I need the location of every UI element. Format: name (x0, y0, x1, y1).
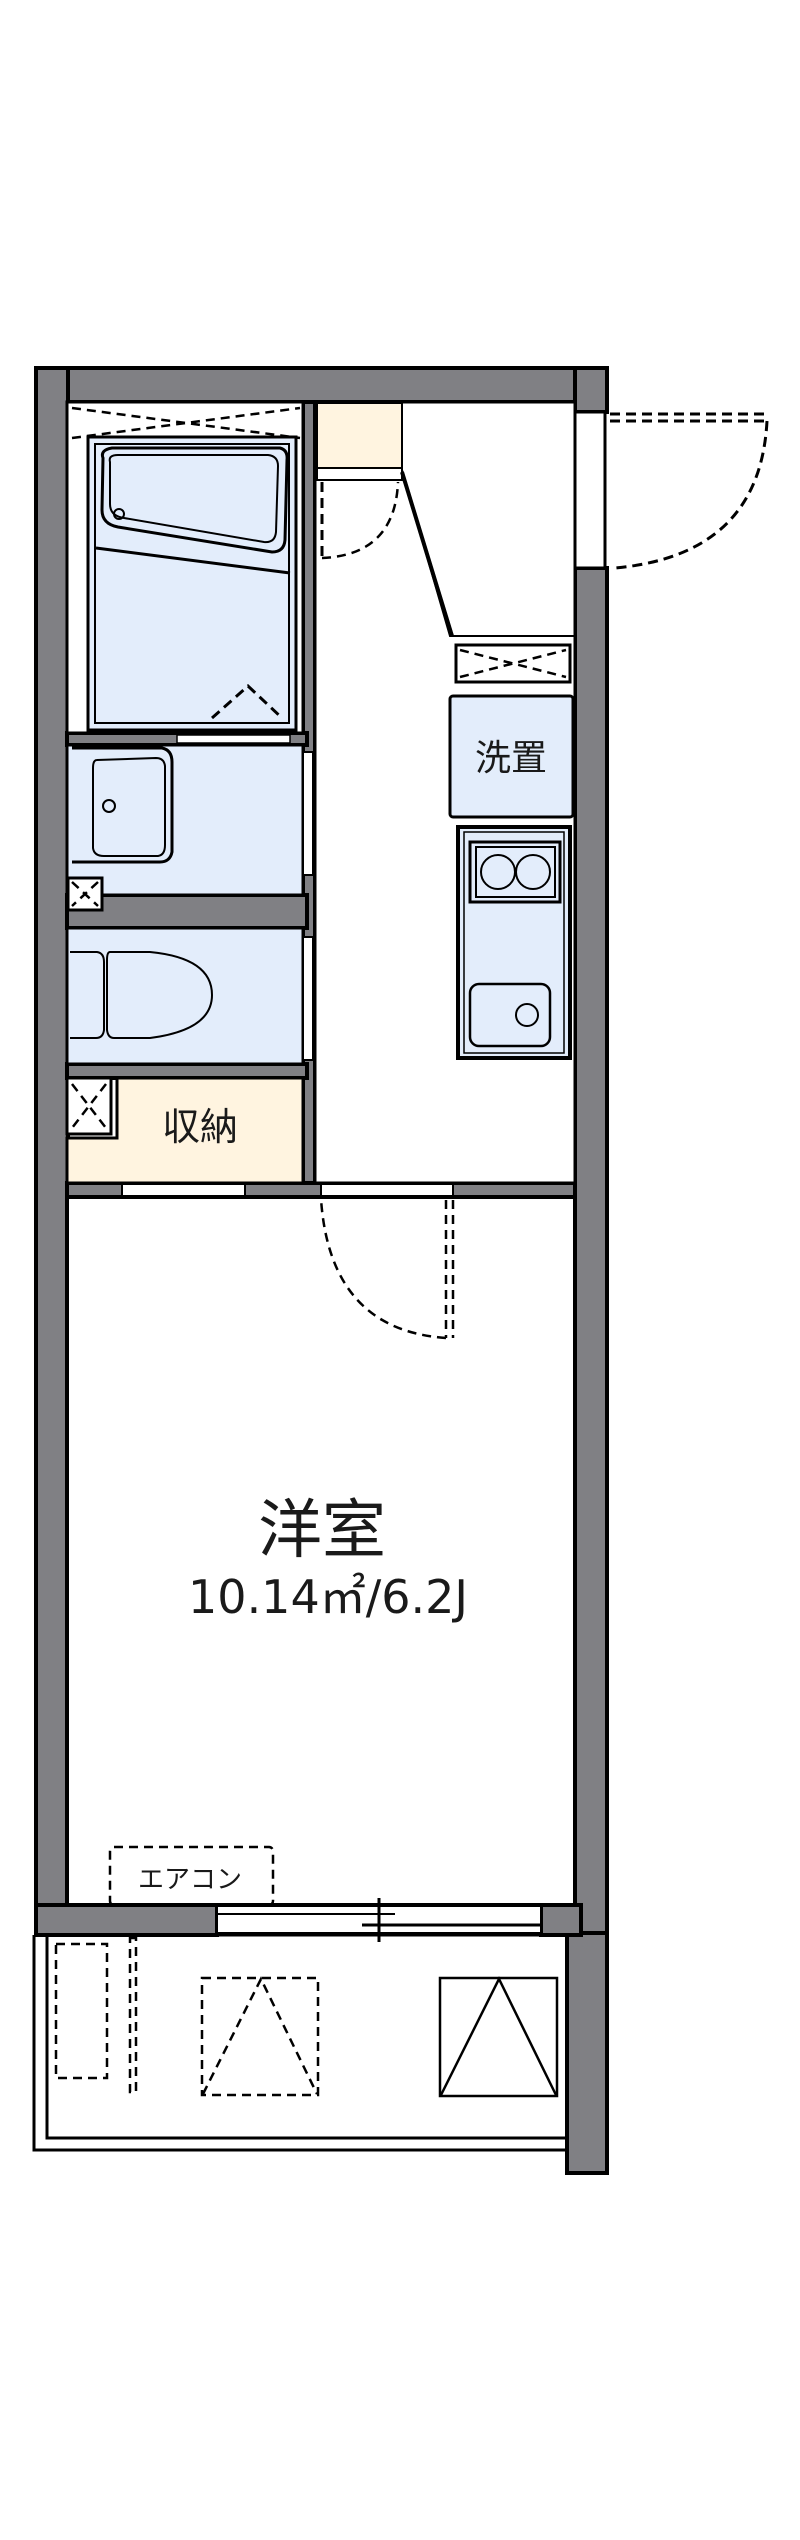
bath-door[interactable] (176, 734, 291, 744)
partition-icon (128, 1936, 138, 2094)
storage-label: 収納 (162, 1105, 238, 1149)
kitchen-counter (456, 825, 572, 1060)
right-wall-lower (573, 566, 609, 1940)
kitchen-sink-icon (468, 982, 552, 1048)
evacuation-hatch-upper-icon (200, 1976, 320, 2097)
top-wall (34, 366, 609, 404)
washroom (65, 743, 305, 912)
bathroom (65, 400, 305, 735)
room-door[interactable] (319, 1183, 455, 1340)
room-area: 10.14㎡/6.2J (188, 1570, 468, 1624)
pipe-shaft-box (454, 643, 572, 684)
pipe-shaft-icon (459, 648, 567, 679)
western-room: 洋室 10.14㎡/6.2J エアコン (65, 1195, 577, 1907)
toilet-tank-icon (70, 951, 105, 1039)
bottom-wall-left (34, 1903, 219, 1937)
balcony-side-wall (565, 1931, 609, 2175)
balcony (32, 1933, 567, 2152)
aircon-label: エアコン (138, 1865, 242, 1895)
left-wall (34, 366, 70, 1935)
entrance-door[interactable] (573, 410, 769, 570)
right-wall-upper (573, 366, 609, 414)
toilet-storage-wall (65, 1062, 309, 1080)
washer-label: 洗置 (475, 738, 547, 779)
sink-drain-icon (515, 1003, 539, 1027)
bath-door-swing (211, 683, 284, 720)
shoe-cabinet (316, 402, 403, 469)
evacuation-hatch-icon (438, 1976, 559, 2098)
ceiling-hatch-icon (71, 406, 301, 440)
bathtub-icon (100, 446, 289, 554)
vanity-sink-icon (72, 746, 174, 864)
toilet-room (65, 926, 305, 1066)
balcony-window[interactable] (216, 1898, 542, 1942)
storage-closet: 収納 (65, 1076, 305, 1185)
aircon-box (108, 1845, 275, 1907)
bottom-wall-right (539, 1903, 583, 1937)
burner-icon (515, 854, 551, 890)
drain-icon (113, 508, 125, 520)
toilet-bowl-icon (106, 951, 214, 1039)
outdoor-unit-icon (54, 1942, 109, 2080)
washer-space: 洗置 (448, 694, 575, 819)
room-name: 洋室 (258, 1494, 386, 1568)
wash-toilet-wall (65, 893, 309, 930)
